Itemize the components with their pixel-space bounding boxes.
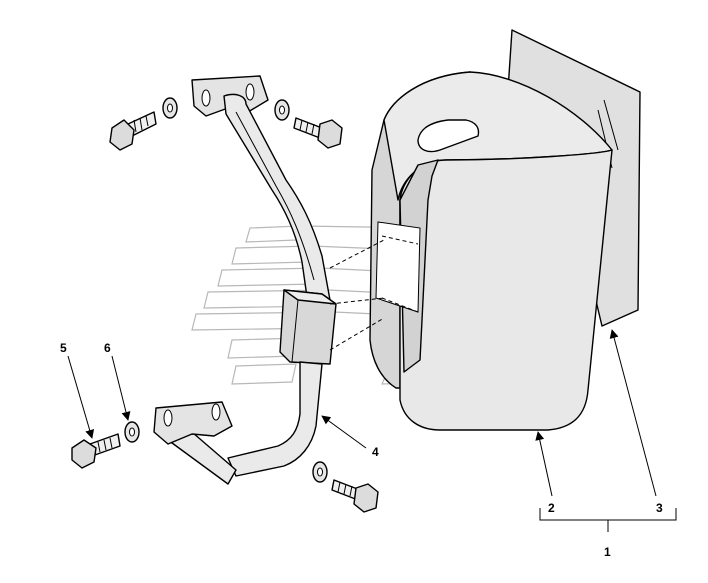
- callout-5: 5: [60, 341, 67, 355]
- callout-1: 1: [604, 545, 611, 559]
- callout-labels: 1 2 3 4 5 6: [60, 341, 663, 559]
- leader-lines: [67, 329, 677, 532]
- callout-6: 6: [104, 341, 111, 355]
- leader-4: [321, 415, 367, 449]
- leader-3: [609, 329, 657, 497]
- leader-5: [67, 355, 95, 439]
- bolt-top-right: [293, 117, 343, 149]
- bolt-bottom-left: [71, 433, 121, 469]
- leader-2: [535, 431, 553, 497]
- group-bracket: [539, 508, 677, 532]
- bolt-top-left: [109, 111, 157, 151]
- callout-4: 4: [372, 445, 379, 459]
- mirror-housing: [369, 71, 613, 431]
- bolt-bottom-right: [331, 479, 379, 513]
- mounting-arm: [153, 75, 385, 485]
- callout-3: 3: [656, 501, 663, 515]
- fasteners: [71, 97, 379, 513]
- callout-2: 2: [548, 501, 555, 515]
- leader-6: [111, 355, 131, 421]
